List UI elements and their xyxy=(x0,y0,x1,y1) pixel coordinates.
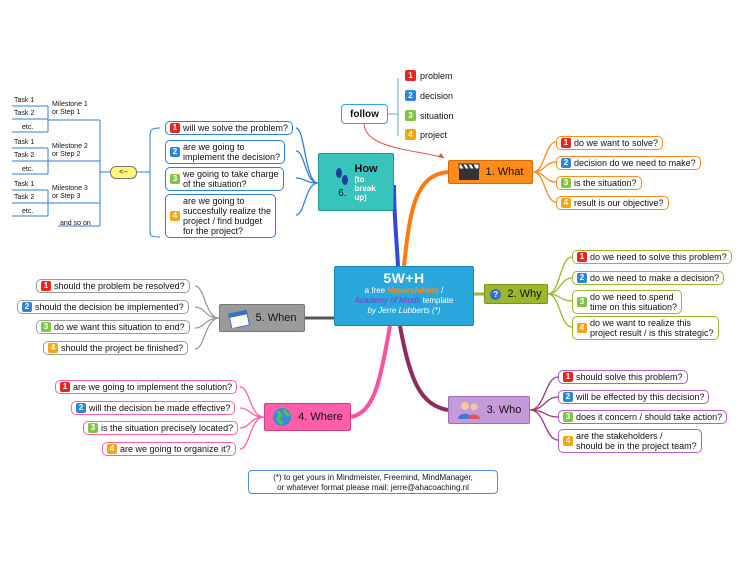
topic-why-label: 2. Why xyxy=(507,288,542,300)
milestone-3[interactable]: Milestone 3 or Step 3 xyxy=(52,185,88,200)
milestone-2[interactable]: Milestone 2 or Step 2 xyxy=(52,143,88,158)
task-2b[interactable]: Task 2 xyxy=(14,152,35,159)
topic-how[interactable]: 6. How (to break up) xyxy=(318,153,394,211)
etc-b[interactable]: etc. xyxy=(22,166,34,173)
follow-node[interactable]: follow xyxy=(341,104,388,124)
etc-a[interactable]: etc. xyxy=(22,124,34,131)
topic-what-label: 1. What xyxy=(485,166,524,178)
topic-where-label: 4. Where xyxy=(298,411,343,423)
clapperboard-icon xyxy=(458,163,480,180)
question-icon: ? xyxy=(490,288,502,300)
topic-where[interactable]: 4. Where xyxy=(264,403,351,431)
task-1a[interactable]: Task 1 xyxy=(14,97,35,104)
topic-how-sub: (to break up) xyxy=(354,174,376,202)
topic-when-label: 5. When xyxy=(255,312,297,324)
arrow-node[interactable]: <-- xyxy=(110,166,137,179)
footnote[interactable]: (*) to get yours in Mindmeister, Freemin… xyxy=(248,470,498,494)
central-title: 5W+H xyxy=(383,270,425,286)
topic-how-number: 6. xyxy=(338,187,347,199)
topic-what[interactable]: 1. What xyxy=(448,160,533,184)
topic-why[interactable]: ? 2. Why xyxy=(484,284,548,304)
milestone-1[interactable]: Milestone 1 or Step 1 xyxy=(52,101,88,116)
task-1b[interactable]: Task 1 xyxy=(14,139,35,146)
topic-who-label: 3. Who xyxy=(486,404,522,416)
task-2a[interactable]: Task 2 xyxy=(14,110,35,117)
topic-how-label: How xyxy=(354,162,378,175)
calendar-icon xyxy=(227,309,250,328)
globe-icon xyxy=(273,408,292,426)
topic-when[interactable]: 5. When xyxy=(219,304,305,332)
topic-who[interactable]: 3. Who xyxy=(448,396,530,424)
central-topic[interactable]: 5W+H a free Hypershifters / Academy of M… xyxy=(334,266,474,326)
central-subtitle: a free Hypershifters / Academy of Minds … xyxy=(354,286,454,315)
task-2c[interactable]: Task 2 xyxy=(14,194,35,201)
task-1c[interactable]: Task 1 xyxy=(14,181,35,188)
people-icon xyxy=(457,402,480,419)
etc-c[interactable]: etc. xyxy=(22,208,34,215)
and-so-on[interactable]: and so on xyxy=(60,220,91,227)
footprints-icon xyxy=(336,167,349,185)
